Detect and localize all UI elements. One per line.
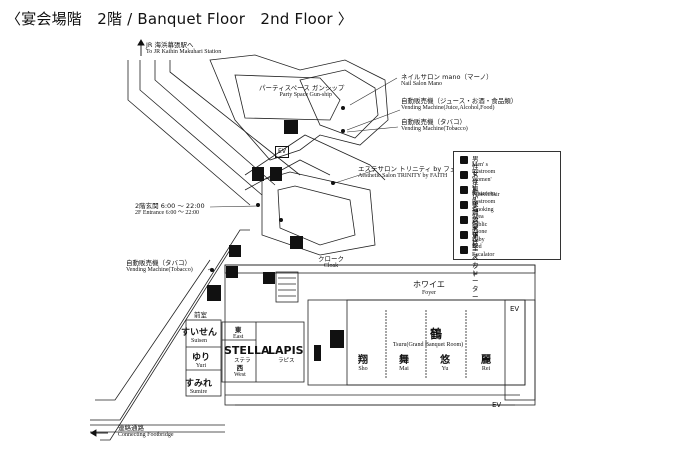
tsuru-label-en: Tsuru(Grand Banquet Room): [392, 342, 464, 348]
sho-label-en: Sho: [358, 366, 368, 372]
yuri-label-en: Yuri: [195, 363, 207, 369]
vending-juice-label: 自動販売機（ジュース・お酒・食品類）: [401, 97, 518, 105]
rei-label: 麗: [481, 355, 491, 366]
restroom-icon: [252, 167, 264, 181]
foyer-label: ホワイエ: [413, 280, 445, 289]
east-label: 東: [234, 326, 242, 334]
baby-bed-icon: [226, 266, 238, 278]
party-space-label: パーティスペース ガンシップ: [259, 84, 345, 92]
lapis-kana-label: ラピス: [278, 358, 295, 364]
west-label-en: West: [234, 372, 246, 378]
restroom-icon: [207, 285, 221, 301]
map-legend: 男性トイレ Men' s Restroom 女性トイレ Women' s Res…: [453, 151, 561, 301]
baby-bed-icon: [460, 231, 468, 239]
sho-label: 翔: [358, 355, 368, 366]
cloak-label: クローク: [318, 255, 344, 263]
suisen-label: すいせん: [181, 328, 218, 338]
wheelchair-restroom-icon: [460, 186, 468, 194]
yu-label-en: Yu: [441, 366, 449, 372]
stella-label: STELLA: [224, 344, 270, 357]
phone-icon: [229, 245, 241, 257]
escalator-icon: [460, 246, 468, 254]
party-space-label-en: Party Space Gun-ship: [279, 92, 332, 98]
aesthetic-salon-label-en: Aesthetic Salon TRINITY by FAITH: [358, 173, 448, 179]
escalator-icon: [263, 272, 275, 284]
yu-label: 悠: [440, 355, 450, 366]
restroom-icon: [330, 330, 344, 348]
entrance-label: 2階玄関 6:00 〜 22:00: [135, 202, 205, 210]
sumire-label: すみれ: [185, 379, 213, 389]
mai-label: 舞: [399, 355, 409, 366]
vending-tobacco-label: 自動販売機（タバコ）: [401, 118, 466, 126]
foyer-label-en: Foyer: [421, 290, 436, 296]
womens-restroom-icon: [460, 171, 468, 179]
elevator-icon: EV: [275, 146, 289, 158]
cloak-label-en: Cloak: [323, 263, 339, 269]
mai-label-en: Mai: [399, 366, 409, 372]
vending-tobacco-2-label: 自動販売機（タバコ）: [126, 259, 191, 267]
east-label-en: East: [233, 334, 244, 340]
public-phone-icon: [460, 216, 468, 224]
restroom-icon: [314, 345, 321, 361]
footbridge-label: 連絡通路: [118, 424, 144, 432]
restroom-icon: [270, 167, 282, 181]
nail-salon-label-en: Nail Salon Mano: [401, 81, 442, 87]
ev-label-bottom: EV: [492, 401, 502, 409]
smoking-area-icon: [460, 201, 468, 209]
entrance-label-en: 2F Entrance 6:00 〜 22:00: [135, 210, 199, 216]
vending-tobacco-2-label-en: Vending Machine(Tobacco): [126, 267, 193, 273]
tsuru-label: 鶴: [429, 327, 442, 341]
footbridge-label-en: Connecting Footbridge: [118, 432, 174, 438]
nail-salon-label: ネイルサロン mano（マーノ）: [401, 73, 493, 81]
vending-juice-label-en: Vending Machine(Juice,Alcohol,Food): [401, 105, 495, 111]
west-label: 西: [236, 364, 244, 372]
yuri-label: ゆり: [192, 353, 211, 363]
rei-label-en: Rei: [481, 366, 491, 372]
page-title: 〈宴会場階 2階 / Banquet Floor 2nd Floor 〉: [6, 10, 353, 28]
stella-kana-label: ステラ: [234, 358, 251, 364]
jr-label-en: To JR Kaihin Makuhari Station: [146, 49, 222, 55]
mens-restroom-icon: [460, 156, 468, 164]
jr-label: JR 海浜幕張駅へ: [146, 41, 194, 49]
ev-label-right: EV: [510, 305, 520, 313]
lapis-label: LAPIS: [268, 344, 304, 357]
sumire-label-en: Sumire: [189, 389, 208, 395]
aesthetic-salon-label: エステサロン トリニティ by フェース: [358, 165, 469, 173]
suisen-label-en: Suisen: [191, 338, 208, 344]
escalator-icon: [284, 120, 298, 134]
vending-tobacco-label-en: Vending Machine(Tobacco): [401, 126, 468, 132]
maemuro-label: 前室: [194, 311, 207, 319]
wheelchair-icon: [290, 236, 303, 249]
